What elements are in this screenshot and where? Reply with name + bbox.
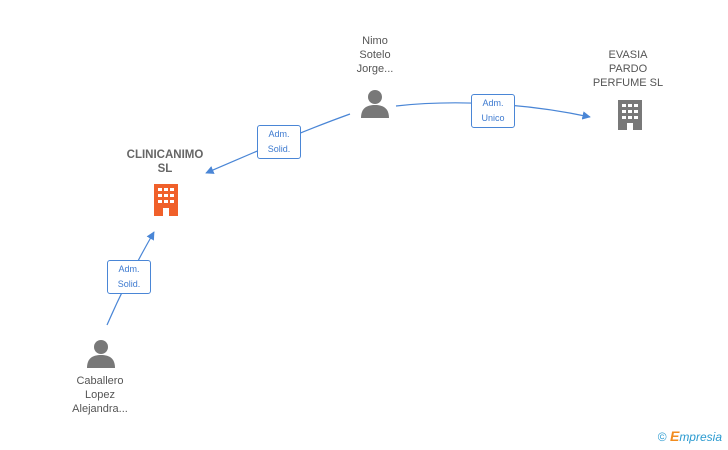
edge-label-line: Adm. xyxy=(482,98,504,108)
person-icon[interactable] xyxy=(359,88,391,120)
node-label-line: PARDO xyxy=(608,63,648,75)
node-label-line: CLINICANIMO xyxy=(126,149,204,161)
main-company-building-icon[interactable] xyxy=(150,182,182,218)
footer-brand: © Empresia xyxy=(658,428,722,444)
building-icon[interactable] xyxy=(614,98,646,132)
person-icon[interactable] xyxy=(85,338,117,370)
node-label-line: PERFUME SL xyxy=(592,77,664,89)
edge-label-line: Unico xyxy=(481,113,505,123)
edge-label-line: Adm. xyxy=(268,129,290,139)
edge-label-line: Solid. xyxy=(267,144,291,154)
node-label-caballero: Caballero Lopez Alejandra... xyxy=(55,374,145,416)
node-label-line: Caballero xyxy=(76,375,124,387)
edge-label-caballero-clinicanimo[interactable]: Adm. Solid. xyxy=(107,260,151,294)
brand-logo-text: mpresia xyxy=(679,430,722,444)
node-label-line: Nimo xyxy=(362,35,388,47)
node-label-line: Sotelo xyxy=(359,49,391,61)
edge-label-line: Solid. xyxy=(117,279,141,289)
node-label-nimo: Nimo Sotelo Jorge... xyxy=(335,34,415,76)
node-label-line: Lopez xyxy=(85,389,115,401)
brand-logo-letter: E xyxy=(669,428,680,444)
node-label-evasia: EVASIA PARDO PERFUME SL xyxy=(578,48,678,90)
node-label-line: SL xyxy=(157,163,173,175)
node-label-line: Jorge... xyxy=(356,63,394,75)
edge-label-line: Adm. xyxy=(118,264,140,274)
node-label-line: EVASIA xyxy=(608,49,648,61)
node-label-clinicanimo: CLINICANIMO SL xyxy=(105,148,225,176)
edge-label-nimo-clinicanimo[interactable]: Adm. Solid. xyxy=(257,125,301,159)
node-label-line: Alejandra... xyxy=(72,403,128,415)
edge-label-nimo-evasia[interactable]: Adm. Unico xyxy=(471,94,515,128)
copyright-icon: © xyxy=(657,430,667,444)
